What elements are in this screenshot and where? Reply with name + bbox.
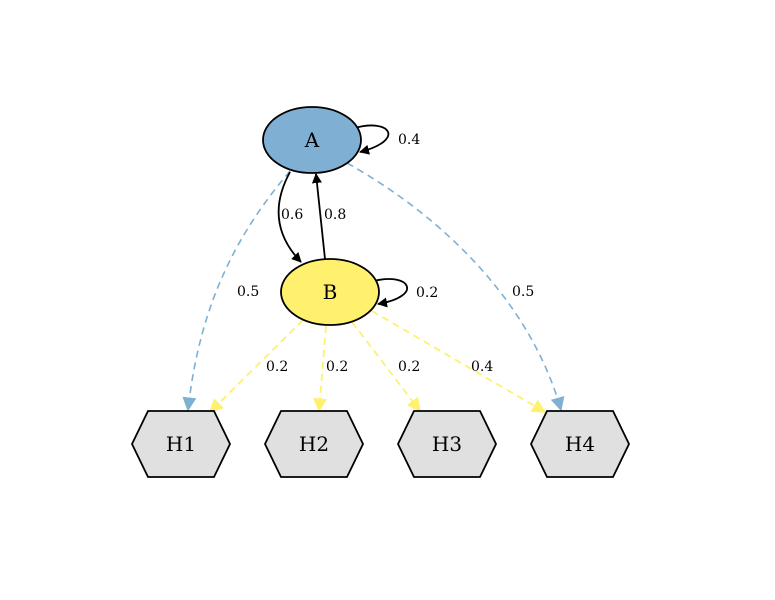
node-b-label: B — [323, 280, 338, 304]
edge-a-a — [354, 124, 390, 155]
node-h4-label: H4 — [565, 432, 595, 456]
node-h1: H1 — [130, 410, 232, 478]
edge-label-b-h4: 0.4 — [471, 359, 493, 375]
node-h2-shape — [263, 410, 365, 478]
edge-label-b-h2: 0.2 — [326, 359, 348, 375]
node-h1-label: H1 — [166, 432, 196, 456]
node-h4-shape — [529, 410, 631, 478]
edge-label-a-h1: 0.5 — [237, 284, 259, 300]
edge-label-b-a: 0.8 — [324, 207, 346, 223]
edge-b-h2 — [313, 325, 328, 413]
edge-label-b-h3: 0.2 — [398, 359, 420, 375]
edge-label-b-b: 0.2 — [416, 285, 438, 301]
node-a-shape — [262, 106, 362, 174]
edge-b-b — [373, 278, 408, 308]
edge-label-b-h1: 0.2 — [266, 359, 288, 375]
edge-a-b — [277, 171, 302, 263]
node-b: B — [280, 258, 380, 326]
node-a: A — [262, 106, 362, 174]
node-h3-shape — [396, 410, 498, 478]
edge-b-a — [311, 173, 326, 260]
edge-b-h1 — [209, 319, 304, 413]
node-h4: H4 — [529, 410, 631, 478]
edge-label-a-b: 0.6 — [281, 207, 303, 223]
node-h2: H2 — [263, 410, 365, 478]
edge-b-h4 — [371, 310, 547, 413]
edge-a-h4 — [346, 162, 565, 412]
edge-label-a-a: 0.4 — [398, 132, 420, 148]
node-h3-label: H3 — [432, 432, 462, 456]
edge-a-h1 — [182, 170, 291, 412]
edge-b-h3 — [351, 321, 421, 413]
edge-label-a-h4: 0.5 — [512, 284, 534, 300]
node-a-label: A — [304, 128, 320, 152]
node-h2-label: H2 — [299, 432, 329, 456]
node-h1-shape — [130, 410, 232, 478]
node-b-shape — [280, 258, 380, 326]
node-h3: H3 — [396, 410, 498, 478]
